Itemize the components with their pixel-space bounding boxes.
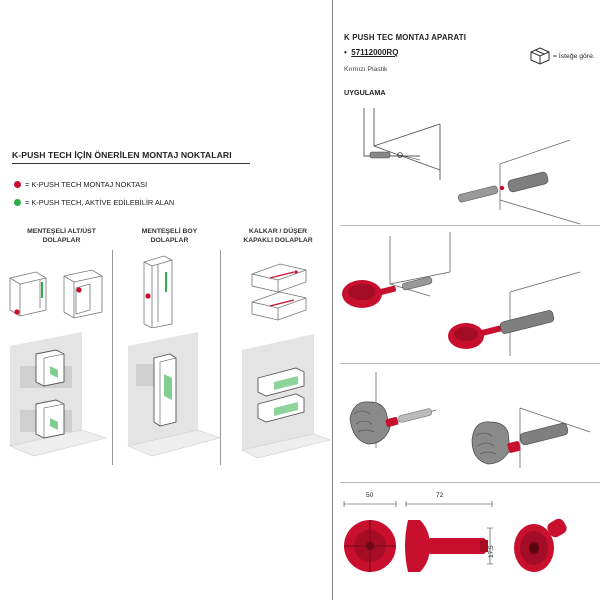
product-code: • 57112000RQ (344, 48, 399, 57)
section-title: UYGULAMA (344, 88, 386, 97)
tall-cabinet-illustration (143, 255, 173, 328)
lift-up-cabinets-illustration (251, 263, 307, 321)
tall-cabinet-scene (127, 332, 222, 457)
box-icon (530, 47, 550, 65)
product-title: K PUSH TEC MONTAJ APARATI (344, 33, 467, 42)
lift-up-cabinets-scene (241, 334, 332, 459)
legend-label: = K-PUSH TECH, AKTİVE EDİLEBİLİR ALAN (25, 198, 175, 207)
assembly-step-2-illustration (342, 232, 581, 356)
material-label: Kırmızı Plastik (344, 66, 388, 73)
legend-label: = K-PUSH TECH MONTAJ NOKTASI (25, 180, 148, 189)
dimension-width: 50 (366, 492, 374, 499)
wall-cabinets-illustration (9, 269, 103, 319)
dimension-length: 72 (436, 492, 444, 499)
optional-note: = İsteğe göre. (530, 47, 595, 65)
assembly-step-1-illustration (363, 108, 581, 225)
assembly-step-3-illustration (349, 372, 591, 468)
red-dot-icon (14, 181, 21, 188)
legend-item-active-area: = K-PUSH TECH, AKTİVE EDİLEBİLİR ALAN (14, 198, 174, 207)
dimension-drawings (343, 501, 567, 572)
green-dot-icon (14, 199, 21, 206)
column-divider (332, 0, 333, 600)
page-title: K-PUSH TECH İÇİN ÖNERİLEN MONTAJ NOKTALA… (12, 150, 250, 164)
legend-item-mount-point: = K-PUSH TECH MONTAJ NOKTASI (14, 180, 147, 189)
wall-cabinets-scene (9, 332, 108, 457)
